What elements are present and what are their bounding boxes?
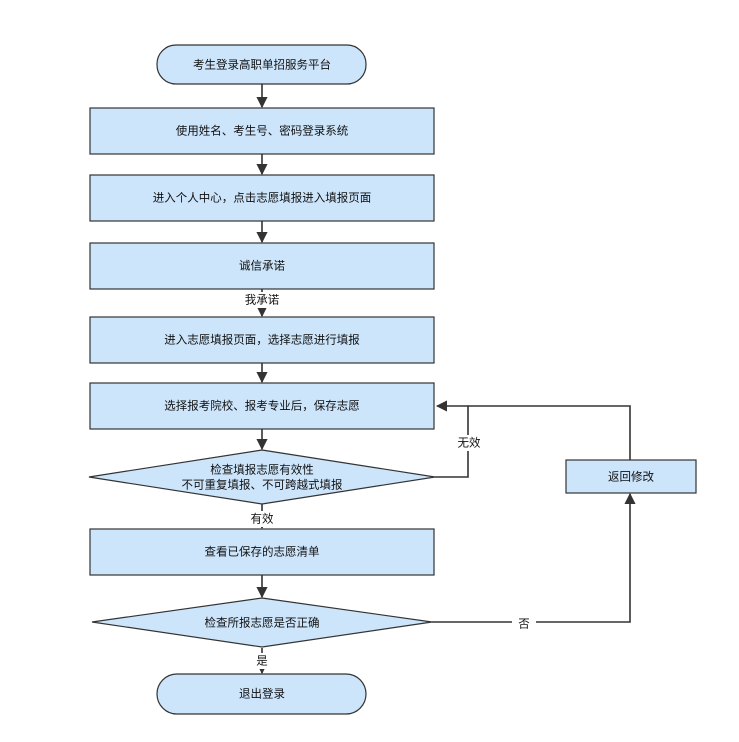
choose-save-node [89,382,435,430]
logout-label: 退出登录 [239,687,285,701]
enter-center-label: 进入个人中心，点击志愿填报进入填报页面 [153,191,372,205]
edge-correct-no [432,492,636,623]
return-modify-label: 返回修改 [608,470,654,484]
check-correct-diamond [91,597,433,648]
login-node [89,107,435,155]
fill-page-node [89,316,435,364]
edge-return-choose [468,405,631,460]
check-validity-label-1: 检查填报志愿有效性 [210,463,314,477]
edge-label-valid: 有效 [251,512,274,526]
start-node [156,44,367,85]
integrity-node [89,242,435,290]
choose-save-label: 选择报考院校、报考专业后，保存志愿 [164,399,360,413]
logout-node [156,673,367,715]
check-correct-label: 检查所报志愿是否正确 [205,616,320,630]
start-label: 考生登录高职单招服务平台 [193,58,331,72]
view-list-label: 查看已保存的志愿清单 [205,545,320,559]
edge-label-invalid: 无效 [458,436,481,450]
check-validity-diamond [88,449,436,505]
edge-label-no: 否 [518,617,530,631]
view-list-node [89,528,435,576]
return-modify-node [565,459,697,494]
check-validity-label-2: 不可重复填报、不可跨越式填报 [182,478,343,492]
edge-label-yes: 是 [256,654,268,668]
fill-page-label: 进入志愿填报页面，选择志愿进行填报 [164,333,360,347]
integrity-label: 诚信承诺 [239,259,285,273]
enter-center-node [89,174,435,222]
edge-label-promise: 我承诺 [245,293,280,307]
login-label: 使用姓名、考生号、密码登录系统 [176,124,349,138]
